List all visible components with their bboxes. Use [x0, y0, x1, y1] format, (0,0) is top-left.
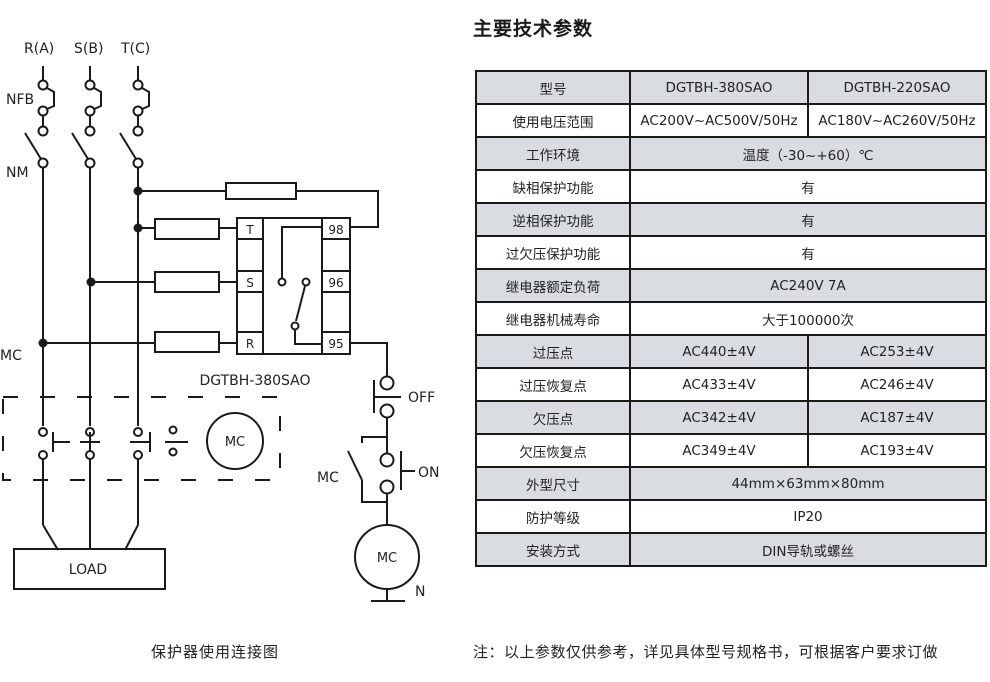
row-value-model-2: AC246±4V	[807, 367, 987, 402]
off-label: OFF	[408, 390, 435, 406]
load-label: LOAD	[69, 562, 107, 578]
header-label: 型号	[475, 70, 631, 105]
phase-label-s: S(B)	[74, 41, 103, 57]
row-value-shared: 有	[629, 202, 987, 237]
row-label: 防护等级	[475, 499, 631, 534]
load-box	[13, 548, 166, 590]
row-value-shared: 有	[629, 169, 987, 204]
table-row: 工作环境温度（-30~+60）℃	[475, 136, 987, 171]
nm-label: NM	[6, 165, 29, 181]
fuse-t	[154, 218, 220, 240]
footnote: 注：以上参数仅供参考，详见具体型号规格书，可根据客户要求订做	[473, 643, 939, 661]
nfb-label: NFB	[6, 92, 34, 108]
row-label: 安装方式	[475, 532, 631, 567]
row-value-model-2: AC253±4V	[807, 334, 987, 369]
diagram-caption: 保护器使用连接图	[150, 643, 279, 661]
table-row: 过欠压保护功能有	[475, 235, 987, 270]
contactor-enclosure	[2, 396, 281, 481]
row-label: 欠压恢复点	[475, 433, 631, 468]
table-row: 缺相保护功能有	[475, 169, 987, 204]
phase-label-r: R(A)	[24, 41, 54, 57]
row-value-model-1: AC200V~AC500V/50Hz	[629, 103, 809, 138]
row-label: 缺相保护功能	[475, 169, 631, 204]
row-label: 欠压点	[475, 400, 631, 435]
params-title: 主要技术参数	[473, 18, 594, 40]
table-header-row: 型号 DGTBH-380SAO DGTBH-220SAO	[475, 70, 987, 105]
table-row: 继电器机械寿命大于100000次	[475, 301, 987, 336]
fuse-s	[154, 271, 220, 293]
row-label: 外型尺寸	[475, 466, 631, 501]
row-value-shared: DIN导轨或螺丝	[629, 532, 987, 567]
mc-label-left: MC	[0, 348, 22, 364]
row-value-shared: IP20	[629, 499, 987, 534]
row-value-model-2: AC187±4V	[807, 400, 987, 435]
module-model-label: DGTBH-380SAO	[199, 373, 310, 389]
terminal-r: R	[246, 337, 254, 351]
row-value-shared: 有	[629, 235, 987, 270]
row-value-model-1: AC342±4V	[629, 400, 809, 435]
contactor-coil-symbol	[206, 412, 264, 470]
terminal-t: T	[245, 223, 254, 237]
row-label: 过压恢复点	[475, 367, 631, 402]
row-value-model-2: AC193±4V	[807, 433, 987, 468]
row-value-model-1: AC433±4V	[629, 367, 809, 402]
row-label: 工作环境	[475, 136, 631, 171]
on-label: ON	[418, 465, 440, 481]
protector-module	[236, 217, 351, 355]
row-value-shared: 温度（-30~+60）℃	[629, 136, 987, 171]
row-value-model-2: AC180V~AC260V/50Hz	[807, 103, 987, 138]
fuse-r	[154, 331, 220, 353]
contactor-coil-label: MC	[225, 435, 245, 450]
wiring-diagram: R(A) S(B) T(C) NFB NM MC T S R 98 96 95 …	[0, 41, 440, 602]
contactor-main-contacts	[52, 425, 188, 457]
phase-label-t: T(C)	[120, 41, 150, 57]
row-value-model-1: AC440±4V	[629, 334, 809, 369]
neutral-label: N	[415, 584, 425, 600]
header-model-1: DGTBH-380SAO	[629, 70, 809, 105]
terminal-98: 98	[328, 223, 343, 237]
row-label: 继电器机械寿命	[475, 301, 631, 336]
row-value-shared: 44mm×63mm×80mm	[629, 466, 987, 501]
control-circuit	[347, 342, 420, 602]
header-model-2: DGTBH-220SAO	[807, 70, 987, 105]
phase-r-line	[24, 66, 59, 551]
phase-s-line	[71, 66, 102, 550]
row-label: 使用电压范围	[475, 103, 631, 138]
row-value-shared: 大于100000次	[629, 301, 987, 336]
phase-t-line	[119, 66, 150, 551]
fuse-top	[225, 182, 297, 200]
row-label: 过压点	[475, 334, 631, 369]
row-label: 逆相保护功能	[475, 202, 631, 237]
row-value-model-1: AC349±4V	[629, 433, 809, 468]
table-row: 逆相保护功能有	[475, 202, 987, 237]
terminal-96: 96	[328, 276, 343, 290]
row-value-shared: AC240V 7A	[629, 268, 987, 303]
row-label: 过欠压保护功能	[475, 235, 631, 270]
terminal-s: S	[246, 276, 254, 290]
coil-label: MC	[377, 551, 397, 566]
row-label: 继电器额定负荷	[475, 268, 631, 303]
terminal-95: 95	[328, 337, 343, 351]
mc-aux-label: MC	[317, 470, 339, 486]
